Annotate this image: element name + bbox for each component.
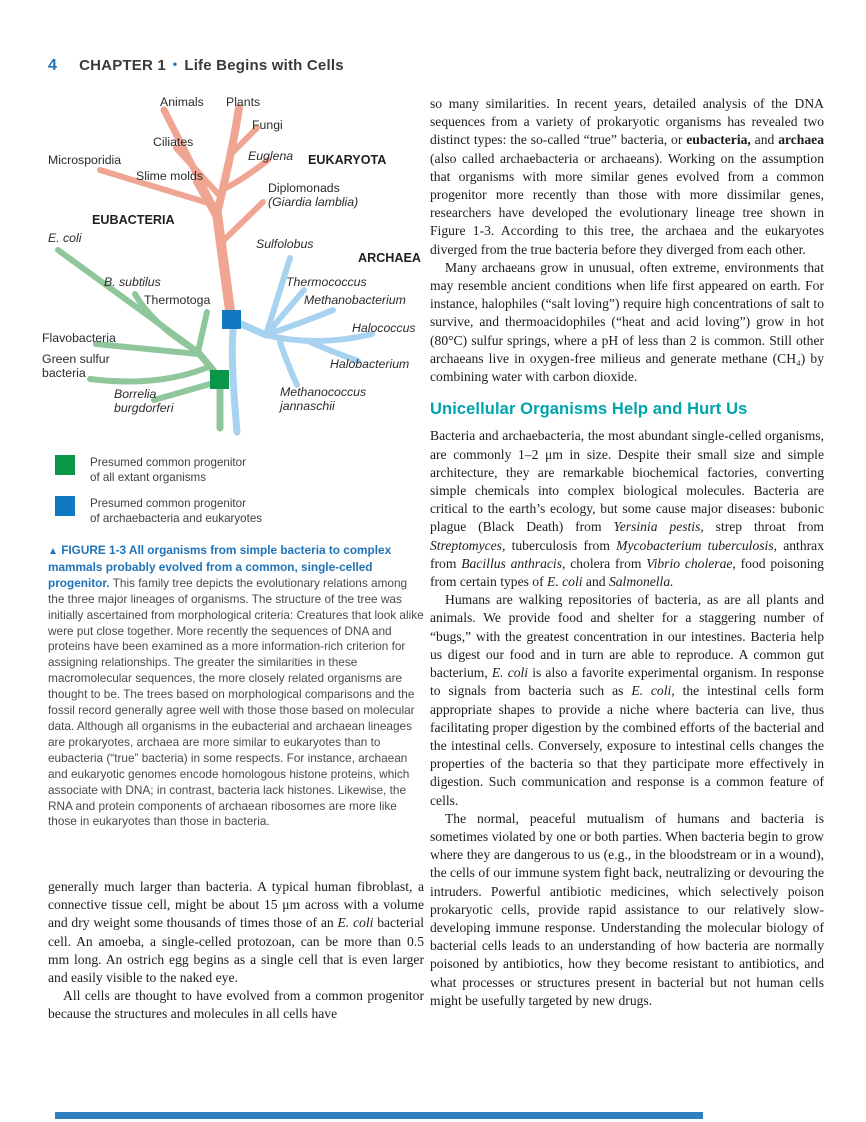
tree-label-eubacteria: EUBACTERIA (92, 213, 175, 227)
blue-square-icon (55, 496, 75, 516)
branch-euglena (219, 157, 271, 193)
running-head: 4 CHAPTER 1 • Life Begins with Cells (48, 57, 548, 75)
tree-label-e-coli: E. coli (48, 231, 82, 245)
legend-line: Presumed common progenitor (90, 497, 246, 510)
phylogenetic-tree-drawing (55, 104, 375, 436)
tree-label-microsporidia: Microsporidia (48, 153, 122, 167)
tree-label-thermococcus: Thermococcus (286, 275, 367, 289)
branch-thermococcus (263, 287, 307, 338)
right-column-body: so many similarities. In recent years, d… (430, 95, 824, 1010)
legend-item-archaebacteria-eukaryotes: Presumed common progenitor of archaebact… (55, 496, 415, 526)
tree-label-plants: Plants (226, 95, 261, 109)
branch-methanococcus (277, 339, 300, 388)
tree-label-slime-molds: Slime molds (136, 169, 203, 183)
legend-line: of all extant organisms (90, 470, 206, 484)
tree-label-thermotoga: Thermotoga (144, 293, 211, 307)
paragraph: Humans are walking repositories of bacte… (430, 592, 824, 808)
branch-flavobacteria (93, 341, 201, 357)
page-number: 4 (48, 57, 58, 74)
branch-halococcus (263, 331, 375, 344)
tree-label-animals: Animals (160, 95, 204, 109)
green-square-icon (55, 455, 75, 475)
tree-label-green-sulfur-line2: bacteria (42, 365, 86, 380)
tree-label-methanococcus-line2: jannaschii (280, 398, 335, 413)
legend-item-all-organisms: Presumed common progenitor of all extant… (55, 455, 415, 485)
tree-label-green-sulfur-bacteria: Green sulfur bacteria (42, 352, 110, 380)
tree-label-methanococcus-line1: Methanococcus (280, 385, 367, 399)
section-heading: Unicellular Organisms Help and Hurt Us (430, 400, 748, 419)
paragraph: The normal, peaceful mutualism of humans… (430, 810, 824, 1008)
branch-slime-molds (193, 179, 223, 227)
bottom-page-rule (55, 1112, 703, 1119)
paragraph: generally much larger than bacteria. A t… (48, 879, 424, 986)
figure-caption-lead: ▲ FIGURE 1-3 All organisms from simple b… (48, 543, 391, 590)
tree-label-archaea: ARCHAEA (358, 251, 421, 265)
tree-label-ciliates: Ciliates (153, 135, 194, 149)
tree-label-methanococcus: Methanococcus jannaschii (280, 385, 367, 413)
branch-sulfolobus (263, 255, 293, 338)
tree-label-sulfolobus: Sulfolobus (256, 237, 314, 251)
node-progenitor-all-organisms (210, 370, 229, 389)
chapter-title: Life Begins with Cells (184, 57, 344, 74)
legend-text-archaebacteria-eukaryotes: Presumed common progenitor of archaebact… (90, 496, 262, 526)
tree-label-diplomonads: Diplomonads (Giardia lamblia) (268, 181, 359, 209)
tree-label-borrelia-line1: Borrelia (114, 387, 157, 401)
tree-label-halococcus: Halococcus (352, 321, 416, 335)
tree-label-green-sulfur-line1: Green sulfur (42, 352, 110, 366)
paragraph: so many similarities. In recent years, d… (430, 96, 824, 257)
branch-archaea-root (228, 326, 241, 436)
branch-ciliates (173, 145, 223, 199)
tree-label-halobacterium: Halobacterium (330, 357, 410, 371)
legend-line: Presumed common progenitor (90, 456, 246, 469)
tree-label-flavobacteria: Flavobacteria (42, 331, 116, 345)
tree-label-borrelia: Borrelia burgdorferi (114, 387, 174, 415)
tree-label-giardia: (Giardia lamblia) (268, 194, 359, 209)
figure-caption: ▲ FIGURE 1-3 All organisms from simple b… (48, 543, 426, 830)
branch-archaea-stem (235, 319, 270, 339)
branch-diplomonads (221, 199, 266, 243)
node-progenitor-archaebacteria-eukaryotes (222, 310, 241, 329)
triangle-up-icon: ▲ (48, 546, 58, 557)
branch-b-subtilus (132, 291, 201, 355)
paragraph: All cells are thought to have evolved fr… (48, 988, 424, 1022)
figure-1-3-phylogenetic-tree: Animals Plants Fungi Ciliates Euglena Mi… (40, 92, 460, 454)
branch-eukaryota-trunk (212, 209, 236, 323)
tree-label-methanobacterium: Methanobacterium (304, 293, 406, 307)
branch-green-sulfur-bacteria (87, 365, 209, 385)
branch-halobacterium (305, 338, 361, 364)
figure-legend: Presumed common progenitor of all extant… (55, 455, 415, 537)
branch-fungi (230, 125, 260, 155)
left-column-body: generally much larger than bacteria. A t… (48, 878, 424, 1024)
figure-caption-body: This family tree depicts the evolutionar… (48, 575, 424, 829)
tree-label-b-subtilus: B. subtilus (104, 275, 161, 289)
tree-label-euglena: Euglena (248, 149, 294, 163)
tree-label-diplomonads-line1: Diplomonads (268, 181, 340, 195)
legend-text-all-organisms: Presumed common progenitor of all extant… (90, 455, 246, 485)
legend-line: of archaebacteria and eukaryotes (90, 511, 263, 525)
figure-caption-title: FIGURE 1-3 All organisms from simple bac… (48, 543, 392, 590)
paragraph: Bacteria and archaebacteria, the most ab… (430, 428, 824, 590)
branch-microsporidia (97, 167, 221, 209)
branch-borrelia (151, 381, 213, 403)
tree-label-eukaryota: EUKARYOTA (308, 153, 387, 167)
chapter-label: CHAPTER 1 (79, 57, 166, 74)
tree-label-fungi: Fungi (252, 118, 283, 132)
chapter-separator-dot: • (172, 57, 178, 71)
branch-thermotoga (195, 309, 210, 355)
branch-methanobacterium (263, 307, 336, 338)
paragraph: Many archaeans grow in unusual, often ex… (430, 259, 824, 385)
tree-label-borrelia-line2: burgdorferi (114, 400, 174, 415)
